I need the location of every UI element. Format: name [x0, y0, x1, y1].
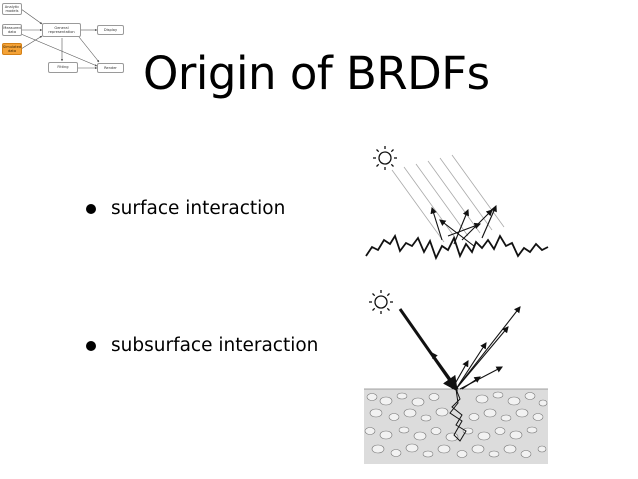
edge-general-render	[78, 36, 100, 63]
bullet-surface-text: surface interaction	[111, 198, 286, 219]
incoming-light-rays	[391, 154, 505, 243]
sun-icon	[369, 290, 393, 314]
bullet-subsurface: subsurface interaction	[86, 334, 348, 360]
edge-analytic-general	[20, 8, 43, 25]
medium-particles	[364, 391, 548, 458]
rough-surface-line	[365, 233, 549, 261]
edge-simulated-general	[20, 35, 43, 50]
bullet-surface: surface interaction	[86, 197, 336, 223]
bullet-dot-icon	[86, 341, 96, 351]
node-display: Display	[97, 25, 124, 35]
edge-measured-render	[20, 33, 98, 67]
subsurface-path	[449, 388, 467, 442]
bullet-dot-icon	[86, 204, 96, 214]
pipeline-diagram: Analytic models Measured data Simulated …	[0, 0, 130, 85]
bullet-subsurface-text: subsurface interaction	[111, 335, 319, 356]
node-general-representation: General representation	[42, 23, 81, 37]
node-render: Render	[97, 63, 124, 73]
node-analytic-models: Analytic models	[2, 3, 22, 15]
subsurface-interaction-figure	[364, 290, 548, 464]
node-simulated-data: Simulated data	[2, 43, 22, 55]
slide-title: Origin of BRDFs	[143, 47, 490, 100]
incoming-beam	[398, 308, 458, 392]
scattered-rays	[430, 204, 497, 247]
pipeline-edges	[20, 8, 100, 70]
surface-interaction-figure	[365, 146, 549, 261]
node-fitting: Fitting	[48, 62, 78, 73]
reflected-rays	[431, 306, 521, 390]
node-measured-data: Measured data	[2, 24, 22, 36]
sun-icon	[373, 146, 397, 170]
